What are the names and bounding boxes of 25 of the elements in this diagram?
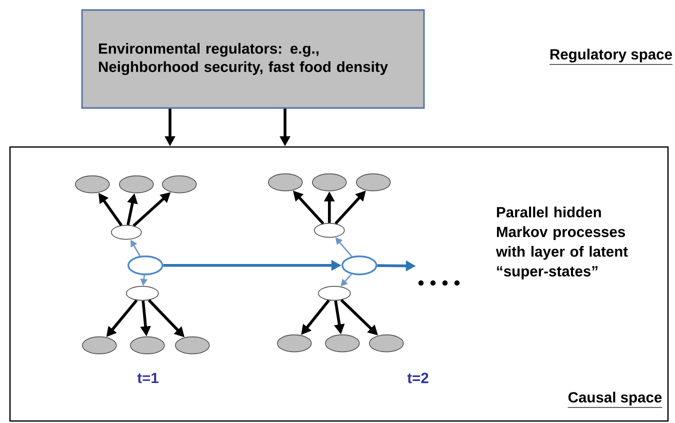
time-label: t=1 <box>137 372 158 384</box>
state-ellipse <box>126 286 159 301</box>
causal-space-box <box>9 146 669 422</box>
state-ellipse <box>110 224 142 240</box>
state-ellipse <box>356 173 391 192</box>
state-ellipse <box>268 173 303 192</box>
state-ellipse <box>312 173 347 192</box>
state-ellipse <box>118 175 154 194</box>
state-ellipse <box>162 175 197 194</box>
state-ellipse <box>128 256 164 276</box>
state-ellipse <box>318 286 351 301</box>
section-title: Regulatory space <box>549 48 673 65</box>
state-ellipse <box>276 334 312 352</box>
section-title: Causal space <box>568 392 662 408</box>
regulator-box: Environmental regulators: e.g., Neighborhood security, fast food density <box>81 9 425 109</box>
state-ellipse <box>368 334 404 352</box>
annotation-text: Parallel hidden Markov processes with layer of latent “super-states” <box>496 206 628 280</box>
state-ellipse <box>324 334 360 352</box>
time-label: t=2 <box>407 372 428 384</box>
state-ellipse <box>82 336 117 354</box>
state-ellipse <box>314 222 345 238</box>
state-ellipse <box>342 256 378 276</box>
state-ellipse <box>74 175 110 194</box>
state-ellipse <box>130 336 165 354</box>
state-ellipse <box>174 336 210 354</box>
